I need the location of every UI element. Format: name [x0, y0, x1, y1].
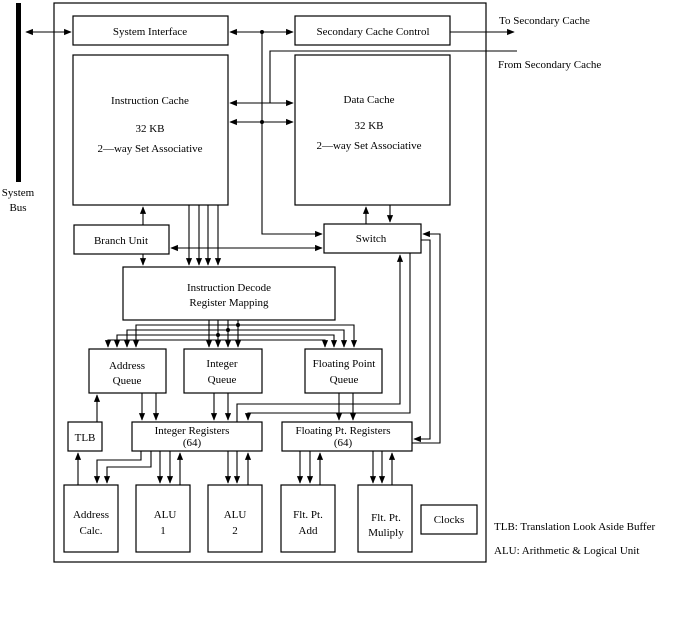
address-calc-label-2: Calc. [80, 525, 103, 537]
integer-registers-label-1: Integer Registers [155, 425, 230, 437]
address-calc-block: Address Calc. [63, 484, 119, 553]
integer-registers-label-2: (64) [183, 437, 202, 449]
secondary-cache-control-label: Secondary Cache Control [316, 26, 429, 38]
register-mapping-label: Register Mapping [189, 297, 269, 309]
fp-queue-label-2: Queue [330, 374, 359, 386]
tlb-block: TLB [67, 421, 103, 452]
to-secondary-cache-label: To Secondary Cache [499, 15, 590, 27]
system-interface-label: System Interface [113, 26, 187, 38]
alu2-block: ALU 2 [207, 484, 263, 553]
fp-multiply-label-2: Muliply [368, 527, 404, 539]
fp-multiply-label-1: Flt. Pt. [371, 512, 401, 524]
clocks-block: Clocks [420, 504, 478, 535]
system-bus-label-2: Bus [9, 202, 26, 214]
from-secondary-cache-label: From Secondary Cache [498, 59, 601, 71]
fp-registers-label-2: (64) [334, 437, 353, 449]
branch-unit-label: Branch Unit [94, 235, 148, 247]
instruction-cache-size: 32 KB [135, 123, 164, 135]
legend-alu: ALU: Arithmetic & Logical Unit [494, 545, 639, 557]
fp-multiply-block: Flt. Pt. Muliply [357, 484, 413, 553]
instruction-decode-label: Instruction Decode [187, 282, 271, 294]
address-queue-label-1: Address [109, 360, 145, 372]
secondary-cache-control-block: Secondary Cache Control [294, 15, 451, 46]
system-bus-bar [16, 3, 21, 182]
system-interface-block: System Interface [72, 15, 229, 46]
data-cache-label: Data Cache [344, 94, 395, 106]
fp-queue-label-1: Floating Point [313, 358, 376, 370]
clocks-label: Clocks [434, 514, 465, 526]
wires [25, 28, 517, 485]
instruction-cache-assoc: 2—way Set Associative [97, 143, 202, 155]
integer-queue-block: Integer Queue [183, 348, 263, 394]
alu1-label-1: ALU [154, 509, 177, 521]
legend-tlb: TLB: Translation Look Aside Buffer [494, 521, 655, 533]
data-cache-size: 32 KB [354, 120, 383, 132]
alu1-label-2: 1 [160, 525, 166, 537]
fp-add-label-2: Add [299, 525, 318, 537]
alu2-label-1: ALU [224, 509, 247, 521]
branch-unit-block: Branch Unit [73, 224, 170, 255]
address-queue-label-2: Queue [113, 375, 142, 387]
instruction-cache-block: Instruction Cache 32 KB 2—way Set Associ… [72, 54, 229, 206]
address-queue-block: Address Queue [88, 348, 167, 394]
instruction-decode-block: Instruction Decode Register Mapping [122, 266, 336, 321]
tlb-label: TLB [75, 432, 96, 444]
fp-registers-block: Floating Pt. Registers (64) [281, 421, 413, 452]
alu2-label-2: 2 [232, 525, 238, 537]
integer-queue-label-2: Queue [208, 374, 237, 386]
switch-label: Switch [356, 233, 387, 245]
fp-queue-block: Floating Point Queue [304, 348, 383, 394]
integer-registers-block: Integer Registers (64) [131, 421, 263, 452]
system-bus-label-1: System [2, 187, 35, 199]
data-cache-block: Data Cache 32 KB 2—way Set Associative [294, 54, 451, 206]
instruction-cache-label: Instruction Cache [111, 95, 189, 107]
alu1-block: ALU 1 [135, 484, 191, 553]
switch-block: Switch [323, 223, 422, 254]
data-cache-assoc: 2—way Set Associative [316, 140, 421, 152]
fp-add-block: Flt. Pt. Add [280, 484, 336, 553]
fp-registers-label-1: Floating Pt. Registers [295, 425, 390, 437]
address-calc-label-1: Address [73, 509, 109, 521]
integer-queue-label-1: Integer [206, 358, 237, 370]
fp-add-label-1: Flt. Pt. [293, 509, 323, 521]
